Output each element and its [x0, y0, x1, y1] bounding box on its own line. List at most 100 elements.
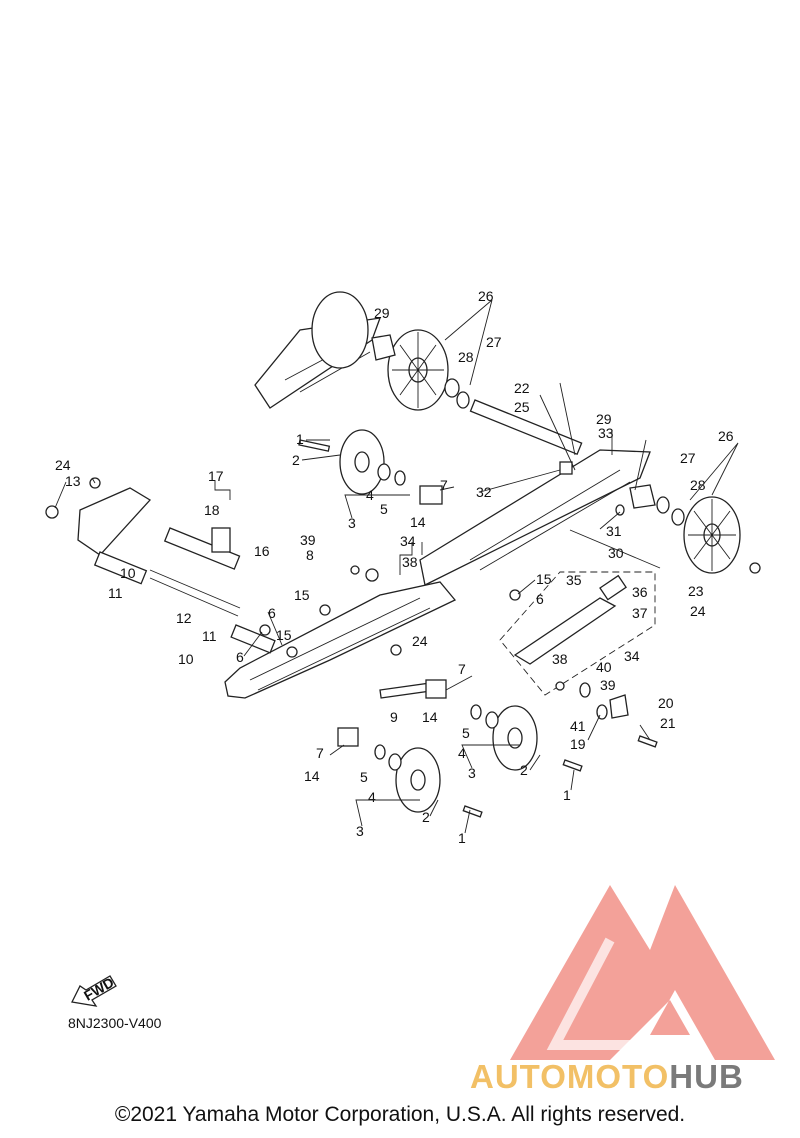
callout-7: 7 — [458, 661, 466, 677]
leader-lines — [54, 299, 739, 834]
callout-39: 39 — [600, 677, 616, 693]
callout-4: 4 — [458, 745, 466, 761]
callout-27: 27 — [680, 450, 696, 466]
copyright-notice: ©2021 Yamaha Motor Corporation, U.S.A. A… — [114, 1103, 686, 1126]
callout-1: 1 — [563, 787, 571, 803]
callout-9: 9 — [390, 709, 398, 725]
leader-line — [539, 382, 576, 471]
callout-24: 24 — [55, 457, 71, 473]
callout-35: 35 — [566, 572, 582, 588]
leader-line — [344, 494, 410, 519]
leader-line — [445, 675, 473, 691]
leader-line — [267, 611, 283, 646]
leader-line — [214, 480, 231, 500]
callout-8: 8 — [306, 547, 314, 563]
callout-12: 12 — [176, 610, 192, 626]
leader-line — [639, 724, 651, 741]
leader-line — [54, 481, 67, 509]
callout-38: 38 — [552, 651, 568, 667]
leader-line — [634, 439, 647, 491]
leader-line — [355, 799, 420, 827]
callout-37: 37 — [632, 605, 648, 621]
idler-wheel-upper — [339, 429, 443, 505]
callout-11: 11 — [202, 628, 217, 644]
leader-line — [689, 442, 739, 501]
watermark-brand-light: AUTOMOTO — [470, 1058, 670, 1095]
leader-line — [444, 299, 493, 386]
watermark-brand-dark: HUB — [669, 1058, 744, 1095]
leader-line — [439, 486, 455, 491]
callout-3: 3 — [468, 765, 476, 781]
leader-line — [529, 754, 541, 771]
callout-2: 2 — [520, 762, 528, 778]
callout-28: 28 — [458, 349, 474, 365]
callout-7: 7 — [316, 745, 324, 761]
callout-15: 15 — [276, 627, 292, 643]
leader-line — [429, 799, 439, 817]
leader-line — [91, 477, 96, 484]
callout-5: 5 — [380, 501, 388, 517]
leader-line — [399, 542, 413, 575]
callout-33: 33 — [598, 425, 614, 441]
left-slide-rail — [77, 487, 457, 699]
callout-5: 5 — [462, 725, 470, 741]
callout-41: 41 — [570, 718, 586, 734]
callout-11: 11 — [108, 585, 123, 601]
upper-rear-wheel-left — [629, 484, 741, 574]
callout-36: 36 — [632, 584, 648, 600]
callout-6: 6 — [536, 591, 544, 607]
leader-line — [599, 511, 621, 530]
callout-1: 1 — [458, 830, 466, 846]
callout-39: 39 — [300, 532, 316, 548]
leader-line — [329, 744, 345, 756]
callout-7: 7 — [440, 477, 448, 493]
callout-38: 38 — [402, 554, 418, 570]
callout-10: 10 — [178, 651, 194, 667]
leader-line — [464, 809, 471, 834]
callout-30: 30 — [608, 545, 624, 561]
callout-3: 3 — [348, 515, 356, 531]
callout-3: 3 — [356, 823, 364, 839]
callout-16: 16 — [254, 543, 270, 559]
drawing-code: 8NJ2300-V400 — [68, 1015, 162, 1031]
callout-18: 18 — [204, 502, 220, 518]
callout-31: 31 — [606, 523, 622, 539]
callout-24: 24 — [690, 603, 706, 619]
callout-34: 34 — [400, 533, 416, 549]
automotohub-logo — [510, 885, 775, 1060]
callout-22: 22 — [514, 380, 530, 396]
callout-2: 2 — [292, 452, 300, 468]
callout-19: 19 — [570, 736, 586, 752]
callout-4: 4 — [368, 789, 376, 805]
leader-line — [243, 631, 263, 657]
callout-14: 14 — [410, 514, 426, 530]
callout-23: 23 — [688, 583, 704, 599]
callout-6: 6 — [236, 649, 244, 665]
callout-14: 14 — [422, 709, 438, 725]
small-parts — [45, 439, 761, 818]
callout-21: 21 — [660, 715, 676, 731]
upper-rear-wheel-right — [311, 291, 470, 411]
adjuster-assembly — [499, 571, 656, 696]
callout-32: 32 — [476, 484, 492, 500]
callout-34: 34 — [624, 648, 640, 664]
callout-27: 27 — [486, 334, 502, 350]
callout-13: 13 — [65, 473, 81, 489]
callout-24: 24 — [412, 633, 428, 649]
callout-numbers: 1212123453453456667778910101111121314141… — [55, 288, 734, 846]
rear-axle — [469, 399, 661, 569]
front-shaft-assembly — [93, 527, 276, 654]
leader-line — [587, 714, 601, 741]
callout-14: 14 — [304, 768, 320, 784]
fwd-arrow-icon: FWD — [71, 974, 117, 1007]
leader-line — [570, 769, 575, 791]
callout-20: 20 — [658, 695, 674, 711]
callout-28: 28 — [690, 477, 706, 493]
idler-wheel-lower-left — [337, 727, 441, 813]
callout-29: 29 — [374, 305, 390, 321]
callout-5: 5 — [360, 769, 368, 785]
callout-25: 25 — [514, 399, 530, 415]
callout-15: 15 — [536, 571, 552, 587]
leader-line — [479, 469, 561, 493]
